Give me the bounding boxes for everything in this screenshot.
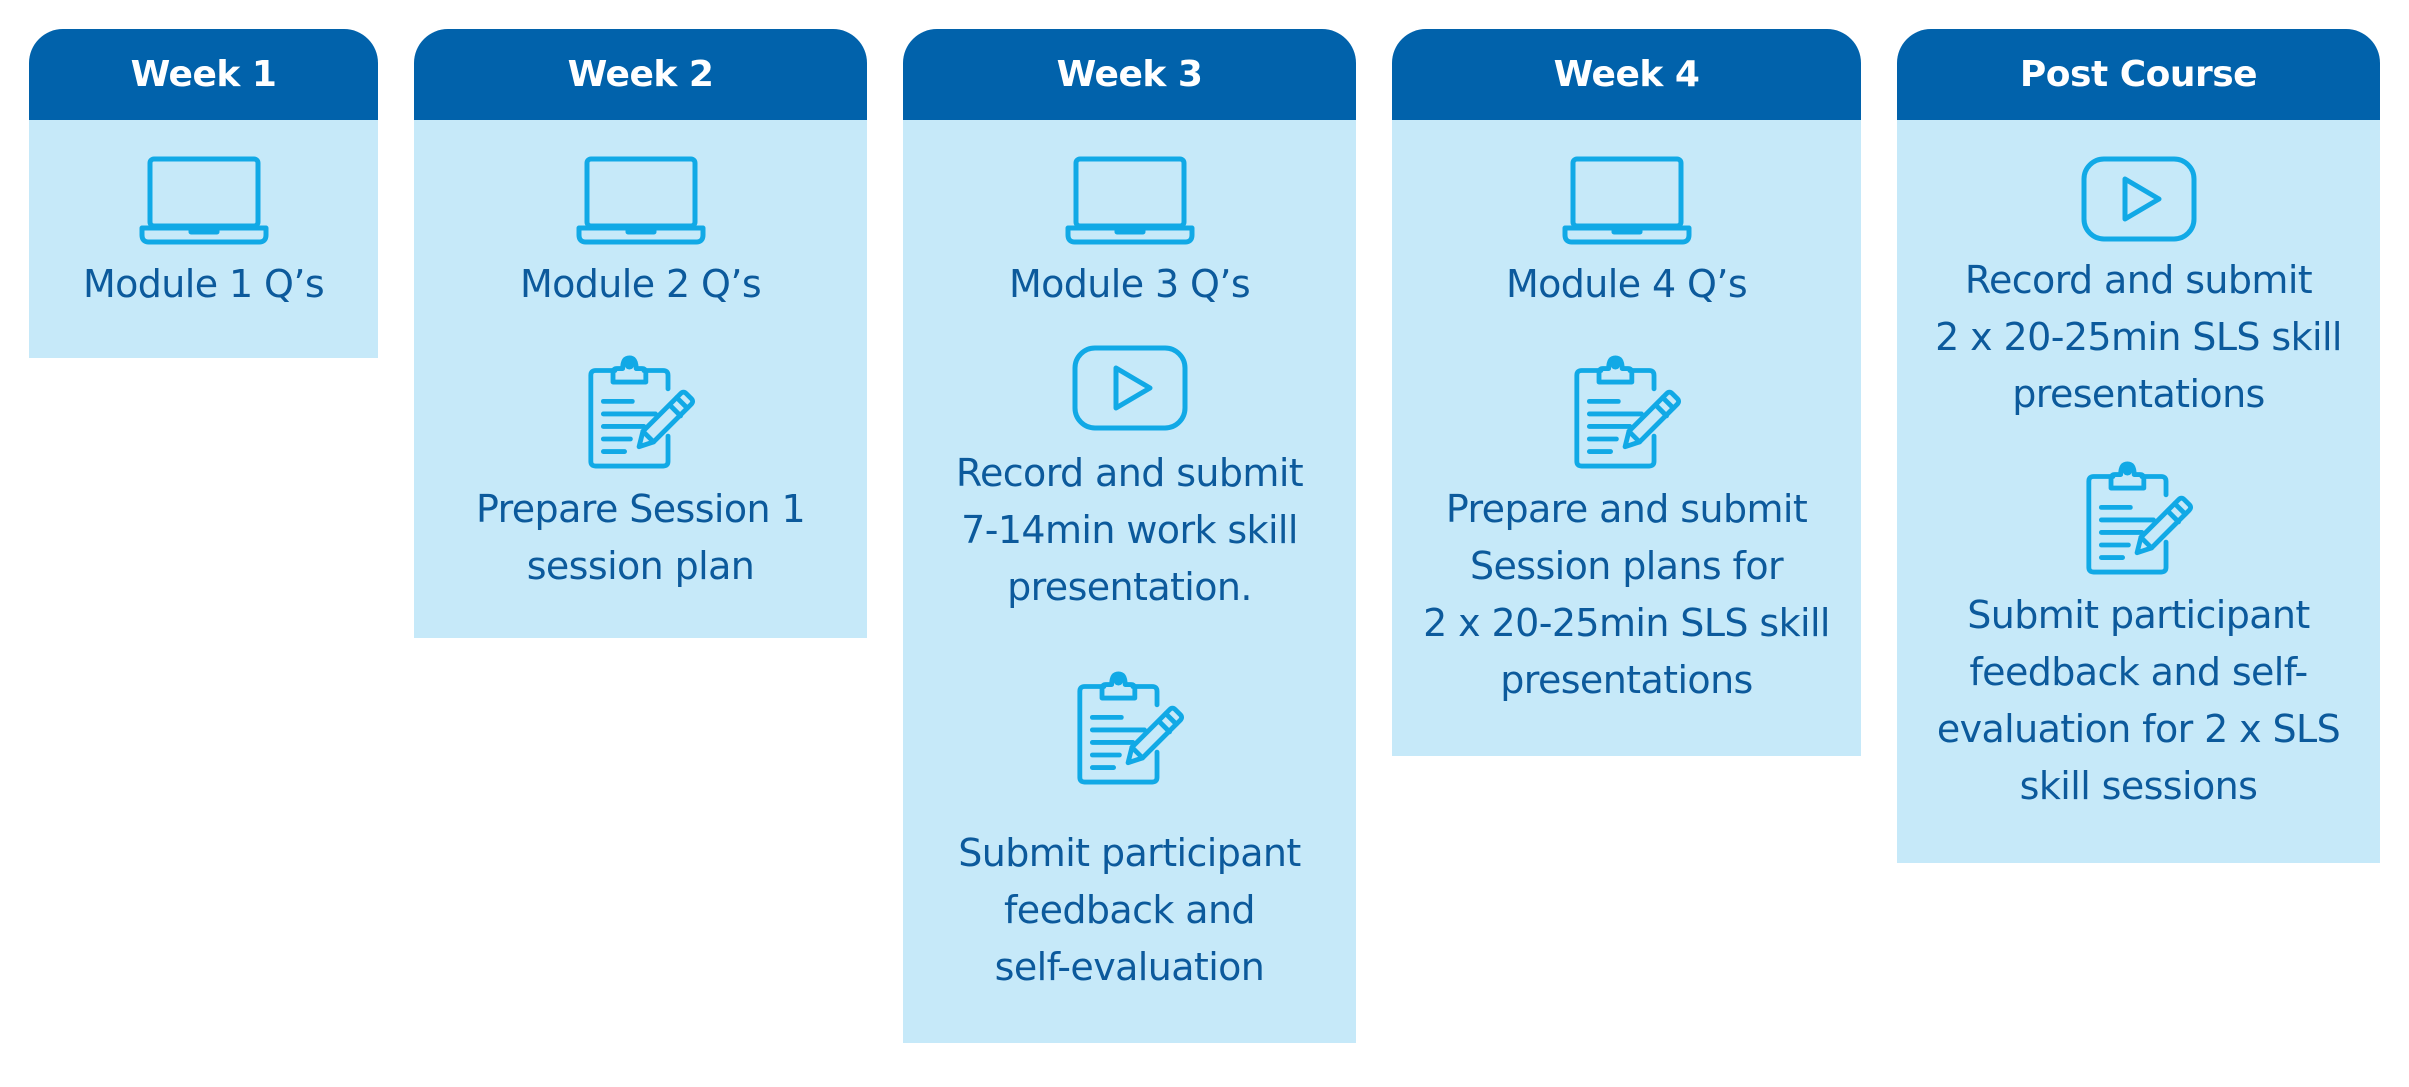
list-item: Prepare Session 1 session plan bbox=[414, 355, 867, 595]
item-text: Module 3 Q’s bbox=[1008, 262, 1251, 306]
list-item: Module 1 Q’s bbox=[29, 156, 378, 313]
column-header: Week 4 bbox=[1392, 29, 1861, 120]
item-text: Module 2 Q’s bbox=[519, 262, 762, 306]
item-text: Module 1 Q’s bbox=[82, 262, 325, 306]
video-play-icon bbox=[1072, 345, 1188, 431]
week-3-column: Week 3 Module 3 Q’s Record and submit 7-… bbox=[903, 29, 1356, 1043]
list-item: Record and submit 2 x 20-25min SLS skill… bbox=[1897, 156, 2380, 423]
laptop-icon bbox=[1065, 156, 1195, 246]
list-item: Module 3 Q’s bbox=[903, 156, 1356, 313]
list-item: Record and submit 7-14min work skill pre… bbox=[903, 345, 1356, 616]
item-text: Record and submit 2 x 20-25min SLS skill… bbox=[1935, 258, 2342, 416]
week-2-column: Week 2 Module 2 Q’s Prepare Session 1 se… bbox=[414, 29, 867, 638]
post-course-column: Post Course Record and submit 2 x 20-25m… bbox=[1897, 29, 2380, 863]
column-header: Week 1 bbox=[29, 29, 378, 120]
list-item: Submit participant feedback and self-eva… bbox=[903, 671, 1356, 996]
column-header: Post Course bbox=[1897, 29, 2380, 120]
video-play-icon bbox=[2081, 156, 2197, 242]
laptop-icon bbox=[1562, 156, 1692, 246]
week-1-column: Week 1 Module 1 Q’s bbox=[29, 29, 378, 358]
column-body: Module 3 Q’s Record and submit 7-14min w… bbox=[903, 120, 1356, 1043]
clipboard-pencil-icon bbox=[1075, 671, 1185, 785]
laptop-icon bbox=[139, 156, 269, 246]
column-body: Module 1 Q’s bbox=[29, 120, 378, 358]
laptop-icon bbox=[576, 156, 706, 246]
list-item: Submit participant feedback and self- ev… bbox=[1897, 461, 2380, 815]
column-body: Module 2 Q’s Prepare Session 1 session p… bbox=[414, 120, 867, 638]
column-body: Record and submit 2 x 20-25min SLS skill… bbox=[1897, 120, 2380, 863]
list-item: Module 4 Q’s bbox=[1392, 156, 1861, 313]
item-text: Submit participant feedback and self- ev… bbox=[1936, 593, 2341, 808]
item-text: Prepare and submit Session plans for 2 x… bbox=[1423, 487, 1830, 702]
item-text: Module 4 Q’s bbox=[1505, 262, 1748, 306]
week-4-column: Week 4 Module 4 Q’s Prepare and submit S… bbox=[1392, 29, 1861, 756]
item-text: Record and submit 7-14min work skill pre… bbox=[955, 451, 1304, 609]
list-item: Prepare and submit Session plans for 2 x… bbox=[1392, 355, 1861, 709]
clipboard-pencil-icon bbox=[1572, 355, 1682, 469]
clipboard-pencil-icon bbox=[586, 355, 696, 469]
column-header: Week 3 bbox=[903, 29, 1356, 120]
item-text: Prepare Session 1 session plan bbox=[475, 487, 806, 588]
clipboard-pencil-icon bbox=[2084, 461, 2194, 575]
column-body: Module 4 Q’s Prepare and submit Session … bbox=[1392, 120, 1861, 756]
column-header: Week 2 bbox=[414, 29, 867, 120]
list-item: Module 2 Q’s bbox=[414, 156, 867, 313]
item-text: Submit participant feedback and self-eva… bbox=[958, 831, 1301, 989]
